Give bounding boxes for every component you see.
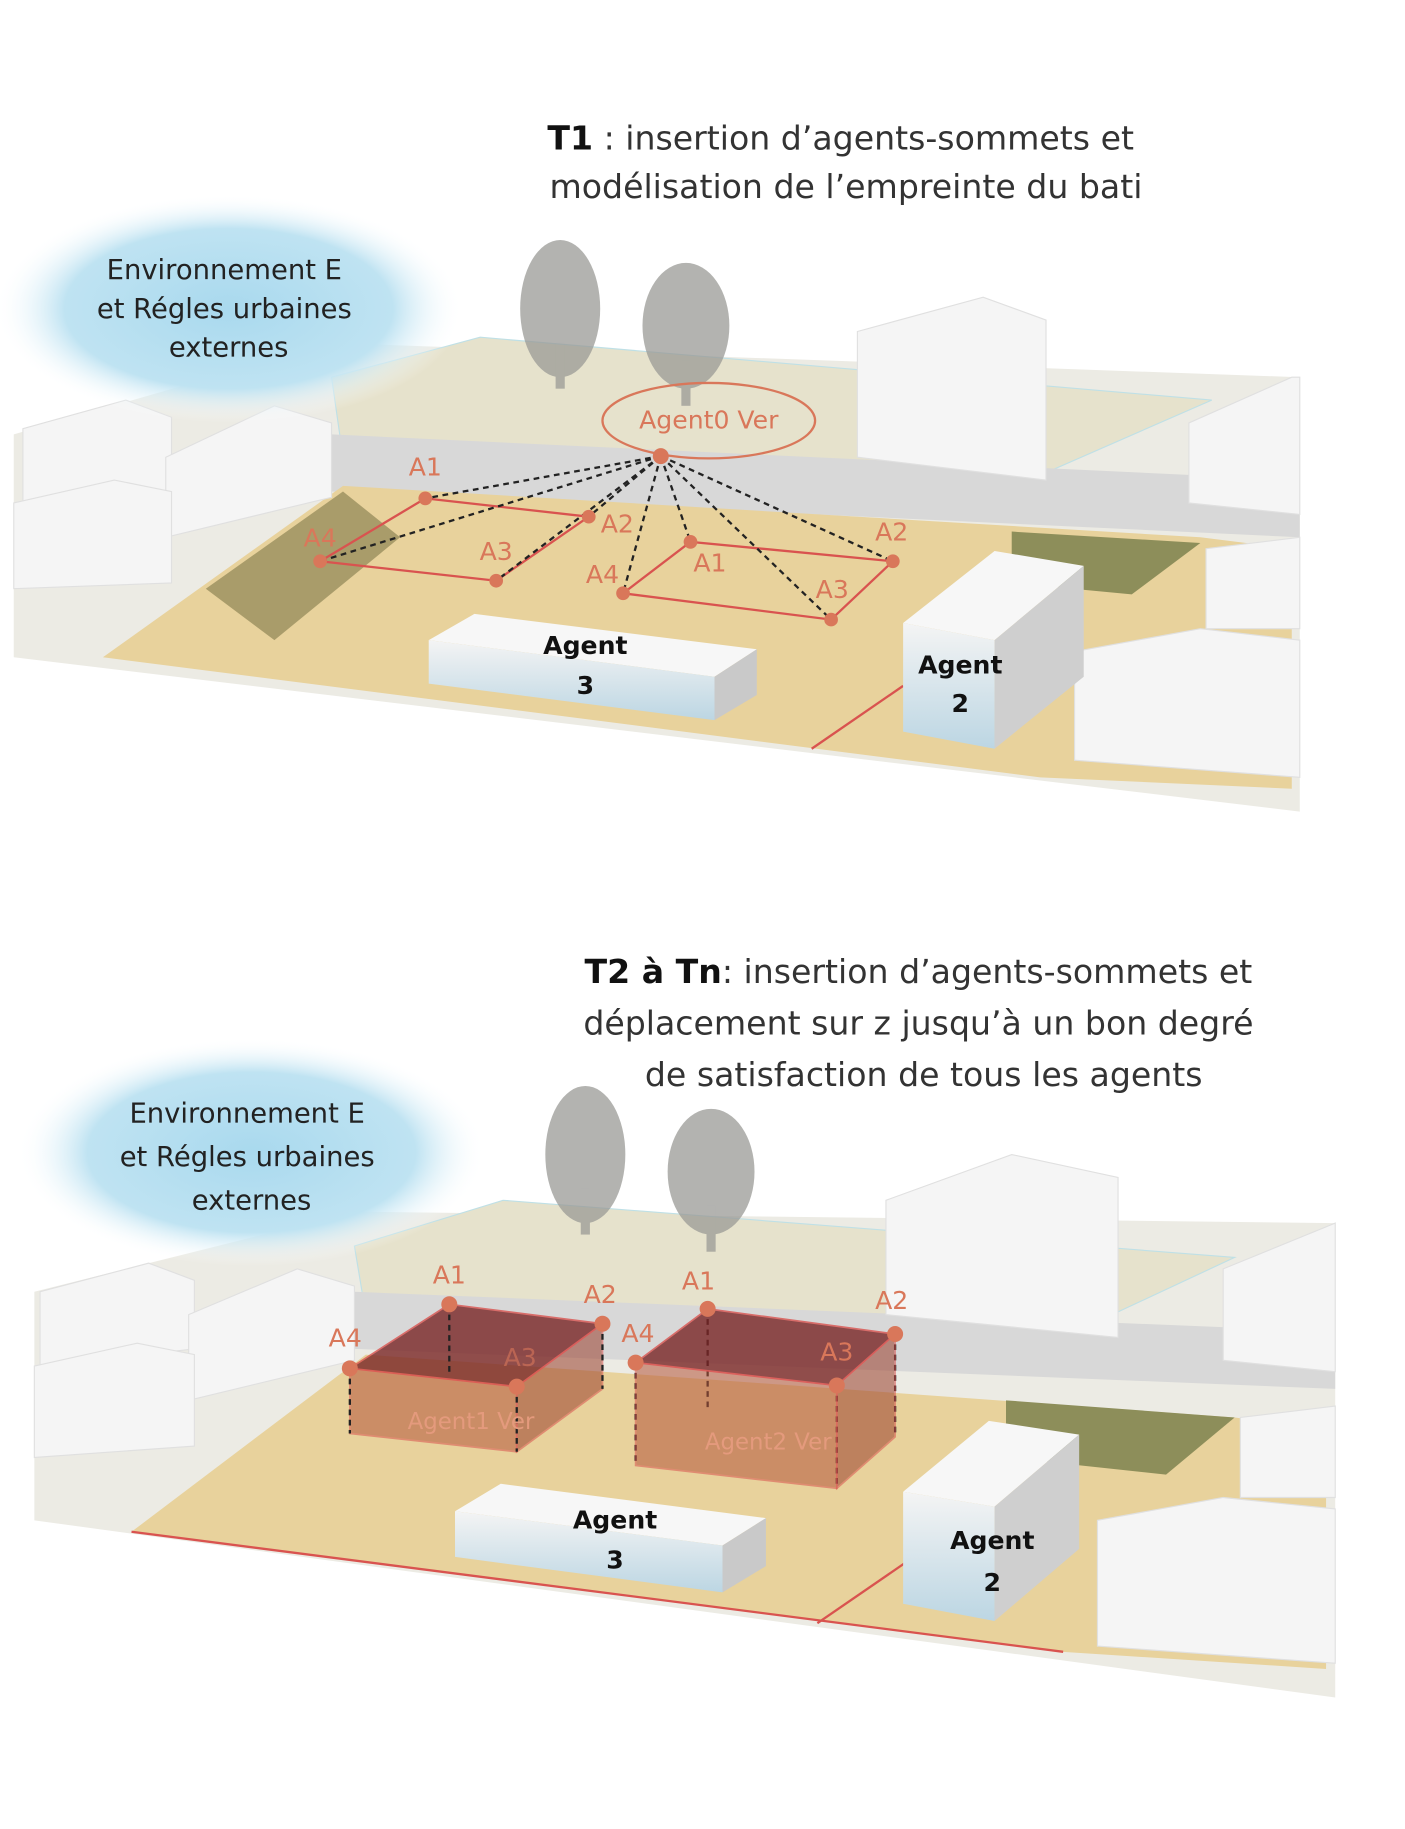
vertex-label: A4 <box>304 523 337 552</box>
plot-boundary <box>131 1530 1064 1653</box>
environment-label: Environnement E et Régles urbaines exter… <box>97 255 361 364</box>
tree-icon <box>545 1085 755 1252</box>
plot-boundary <box>811 684 904 750</box>
vertices <box>313 448 900 627</box>
vertex-label: A2 <box>601 510 634 539</box>
agent-links <box>319 454 894 621</box>
panel-title: T2 à Tn: insertion d’agents-sommets et d… <box>583 952 1264 1094</box>
background-buildings <box>13 296 1301 778</box>
vertex-label: A4 <box>586 560 619 589</box>
vertex-label: A2 <box>875 518 908 547</box>
agent0-label: Agent0 Ver <box>639 406 779 435</box>
vertex-label: A4 <box>329 1324 362 1353</box>
environment-bubble <box>0 194 463 423</box>
vertex-label: A3 <box>480 537 513 566</box>
plot-boundary <box>816 1559 910 1625</box>
agent2-building <box>903 1420 1080 1621</box>
agent3-building <box>455 1483 766 1593</box>
panel-t1: Environnement E et Régles urbaines exter… <box>0 119 1301 812</box>
vertex-label: A1 <box>693 549 726 578</box>
vertex-label: A1 <box>409 453 442 482</box>
agent2-ver-label: Agent2 Ver <box>705 1429 832 1455</box>
panel-t2: Environnement E et Régles urbaines exter… <box>17 952 1336 1698</box>
agent0-ellipse <box>601 381 817 460</box>
agent1-label: Agent1 Ver <box>408 1409 535 1435</box>
agent2-volume <box>633 1307 898 1491</box>
panel-title: T1 : insertion d’agents-sommets et modél… <box>547 119 1144 206</box>
vertex-label: A3 <box>820 1337 853 1366</box>
vertex-label: A4 <box>621 1319 654 1348</box>
vertex-label: A2 <box>875 1286 908 1315</box>
shadow <box>205 491 401 641</box>
environment-label: Environnement E et Régles urbaines exter… <box>120 1099 384 1217</box>
vertex-label: A1 <box>433 1261 466 1290</box>
agent2-building <box>903 550 1084 749</box>
vertex-label: A3 <box>816 575 849 604</box>
agent3-building <box>428 613 757 721</box>
vertices <box>341 1296 904 1395</box>
background-buildings <box>33 1153 1336 1664</box>
environment-bubble <box>17 1037 486 1267</box>
vertex-label: A3 <box>504 1343 537 1372</box>
road <box>331 434 1300 538</box>
vertex-label: A1 <box>682 1266 715 1295</box>
vertex-label: A2 <box>584 1280 617 1309</box>
